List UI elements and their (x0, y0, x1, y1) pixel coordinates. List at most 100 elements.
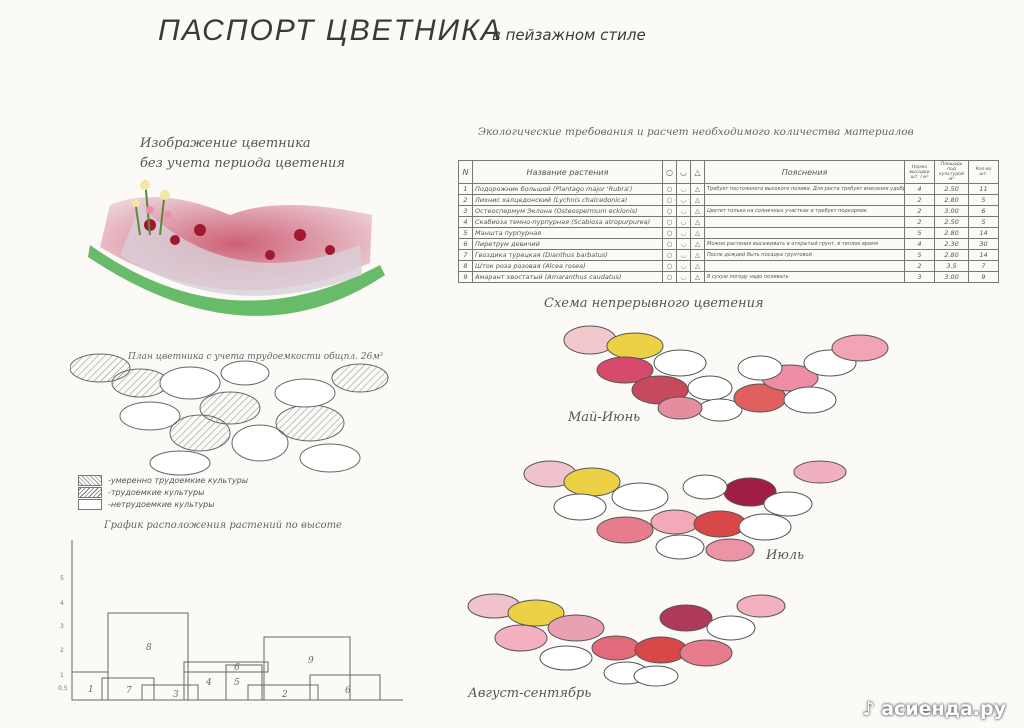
water-icon: ◡ (676, 216, 691, 228)
cell-area: 2.50 (934, 216, 969, 228)
bar-label: 3 (173, 690, 179, 700)
legend-item: -трудоемкие культуры (78, 486, 248, 498)
note-icon: ♪ (862, 698, 875, 720)
watermark-text: асиенда.ру (881, 698, 1006, 720)
bar-8 (107, 612, 189, 701)
soil-icon: △ (690, 260, 705, 272)
col-soil-icon: △ (690, 160, 705, 184)
cell-norm: 3 (904, 271, 935, 283)
legend-swatch (78, 474, 102, 486)
legend-label: -трудоемкие культуры (108, 487, 205, 497)
cell-area: 3.00 (934, 205, 969, 217)
legend-swatch (78, 486, 102, 498)
cell-norm: 2 (904, 194, 935, 206)
bar-label: 4 (205, 678, 212, 688)
bar-6 (309, 674, 381, 701)
cell-n: 1 (458, 183, 473, 195)
soil-icon: △ (690, 238, 705, 250)
cell-name: Шток роза розовая (Alcea rosea) (472, 260, 663, 272)
water-icon: ◡ (676, 205, 691, 217)
cell-count: 14 (968, 227, 999, 239)
bar-label: 1 (88, 685, 94, 695)
bloom-scheme-may-june (563, 325, 889, 422)
y-tick: 4 (60, 600, 64, 607)
cell-note (704, 216, 905, 228)
watermark: ♪ асиенда.ру (862, 698, 1006, 720)
cell-norm: 4 (904, 183, 935, 195)
cell-n: 6 (458, 238, 473, 250)
page-title: ПАСПОРТ ЦВЕТНИКА (158, 14, 503, 47)
cell-count: 14 (968, 249, 999, 261)
bloom-scheme-aug-sept (467, 593, 786, 687)
water-icon: ◡ (676, 271, 691, 283)
page-subtitle: в пейзажном стиле (492, 26, 646, 44)
legend-label: -умеренно трудоемкие культуры (108, 475, 249, 485)
water-icon: ◡ (676, 249, 691, 261)
cell-count: 7 (968, 260, 999, 272)
y-tick: 2 (60, 647, 64, 654)
cell-name: Маншта пурпурная (472, 227, 663, 239)
cell-area: 3.00 (934, 271, 969, 283)
eco-table: N Название растения ○ ◡ △ Пояснения Норм… (458, 160, 999, 283)
cell-area: 2.80 (934, 227, 969, 239)
eco-table-title: Экологические требования и расчет необхо… (478, 126, 914, 138)
cell-name: Амарант хвостатый (Amaranthus caudatus) (472, 271, 663, 283)
cell-count: 5 (968, 216, 999, 228)
sun-icon: ○ (662, 183, 677, 195)
sun-icon: ○ (662, 227, 677, 239)
cell-note (704, 227, 905, 239)
cell-name: Гвоздика турецкая (Dianthus barbatus) (472, 249, 663, 261)
water-icon: ◡ (676, 260, 691, 272)
cell-area: 2.80 (934, 194, 969, 206)
cell-name: Остеоспермум Эклона (Osteospermum ecklon… (472, 205, 663, 217)
cell-count: 30 (968, 238, 999, 250)
legend-item: -умеренно трудоемкие культуры (78, 474, 248, 486)
y-tick: 5 (60, 575, 64, 582)
bar-label: 5 (234, 678, 240, 688)
bar-label: 2 (281, 690, 288, 700)
y-tick: 3 (60, 623, 64, 630)
cell-note: В сухую погоду надо поливать (704, 271, 905, 283)
soil-icon: △ (690, 183, 705, 195)
water-icon: ◡ (676, 194, 691, 206)
cell-n: 5 (458, 227, 473, 239)
legend-label: -нетрудоемкие культуры (108, 499, 215, 509)
cell-name: Лихнис халцедонский (Lychnis chalcedonic… (472, 194, 663, 206)
col-name: Название растения (472, 160, 663, 184)
cell-n: 7 (458, 249, 473, 261)
cell-n: 3 (458, 205, 473, 217)
bar-label: 6 (234, 663, 240, 673)
cell-n: 2 (458, 194, 473, 206)
cell-note (704, 260, 905, 272)
bar-2 (247, 684, 319, 701)
sun-icon: ○ (662, 194, 677, 206)
cell-note: Можно растения высаживать в открытый гру… (704, 238, 905, 250)
sun-icon: ○ (662, 249, 677, 261)
soil-icon: △ (690, 216, 705, 228)
table-row: 9 Амарант хвостатый (Amaranthus caudatus)… (458, 271, 999, 283)
col-water-icon: ◡ (676, 160, 691, 184)
col-count: Кол-во шт. (968, 160, 999, 184)
cell-norm: 2 (904, 260, 935, 272)
cell-name: Скабиоза темно-пурпурная (Scabiosa atrop… (472, 216, 663, 228)
y-tick: 1 (60, 672, 64, 679)
cell-count: 9 (968, 271, 999, 283)
bloom-label-may-june: Май-Июнь (568, 410, 641, 425)
bar-4 (183, 661, 265, 701)
cell-norm: 4 (904, 238, 935, 250)
cell-note: После дождей быть посадка грунтовой (704, 249, 905, 261)
bar-5 (225, 664, 263, 701)
bloom-label-aug-sept: Август-сентябрь (468, 686, 592, 701)
cell-norm: 5 (904, 249, 935, 261)
bar-label: 7 (126, 686, 132, 696)
cell-area: 2.50 (934, 183, 969, 195)
cell-n: 8 (458, 260, 473, 272)
cell-n: 4 (458, 216, 473, 228)
